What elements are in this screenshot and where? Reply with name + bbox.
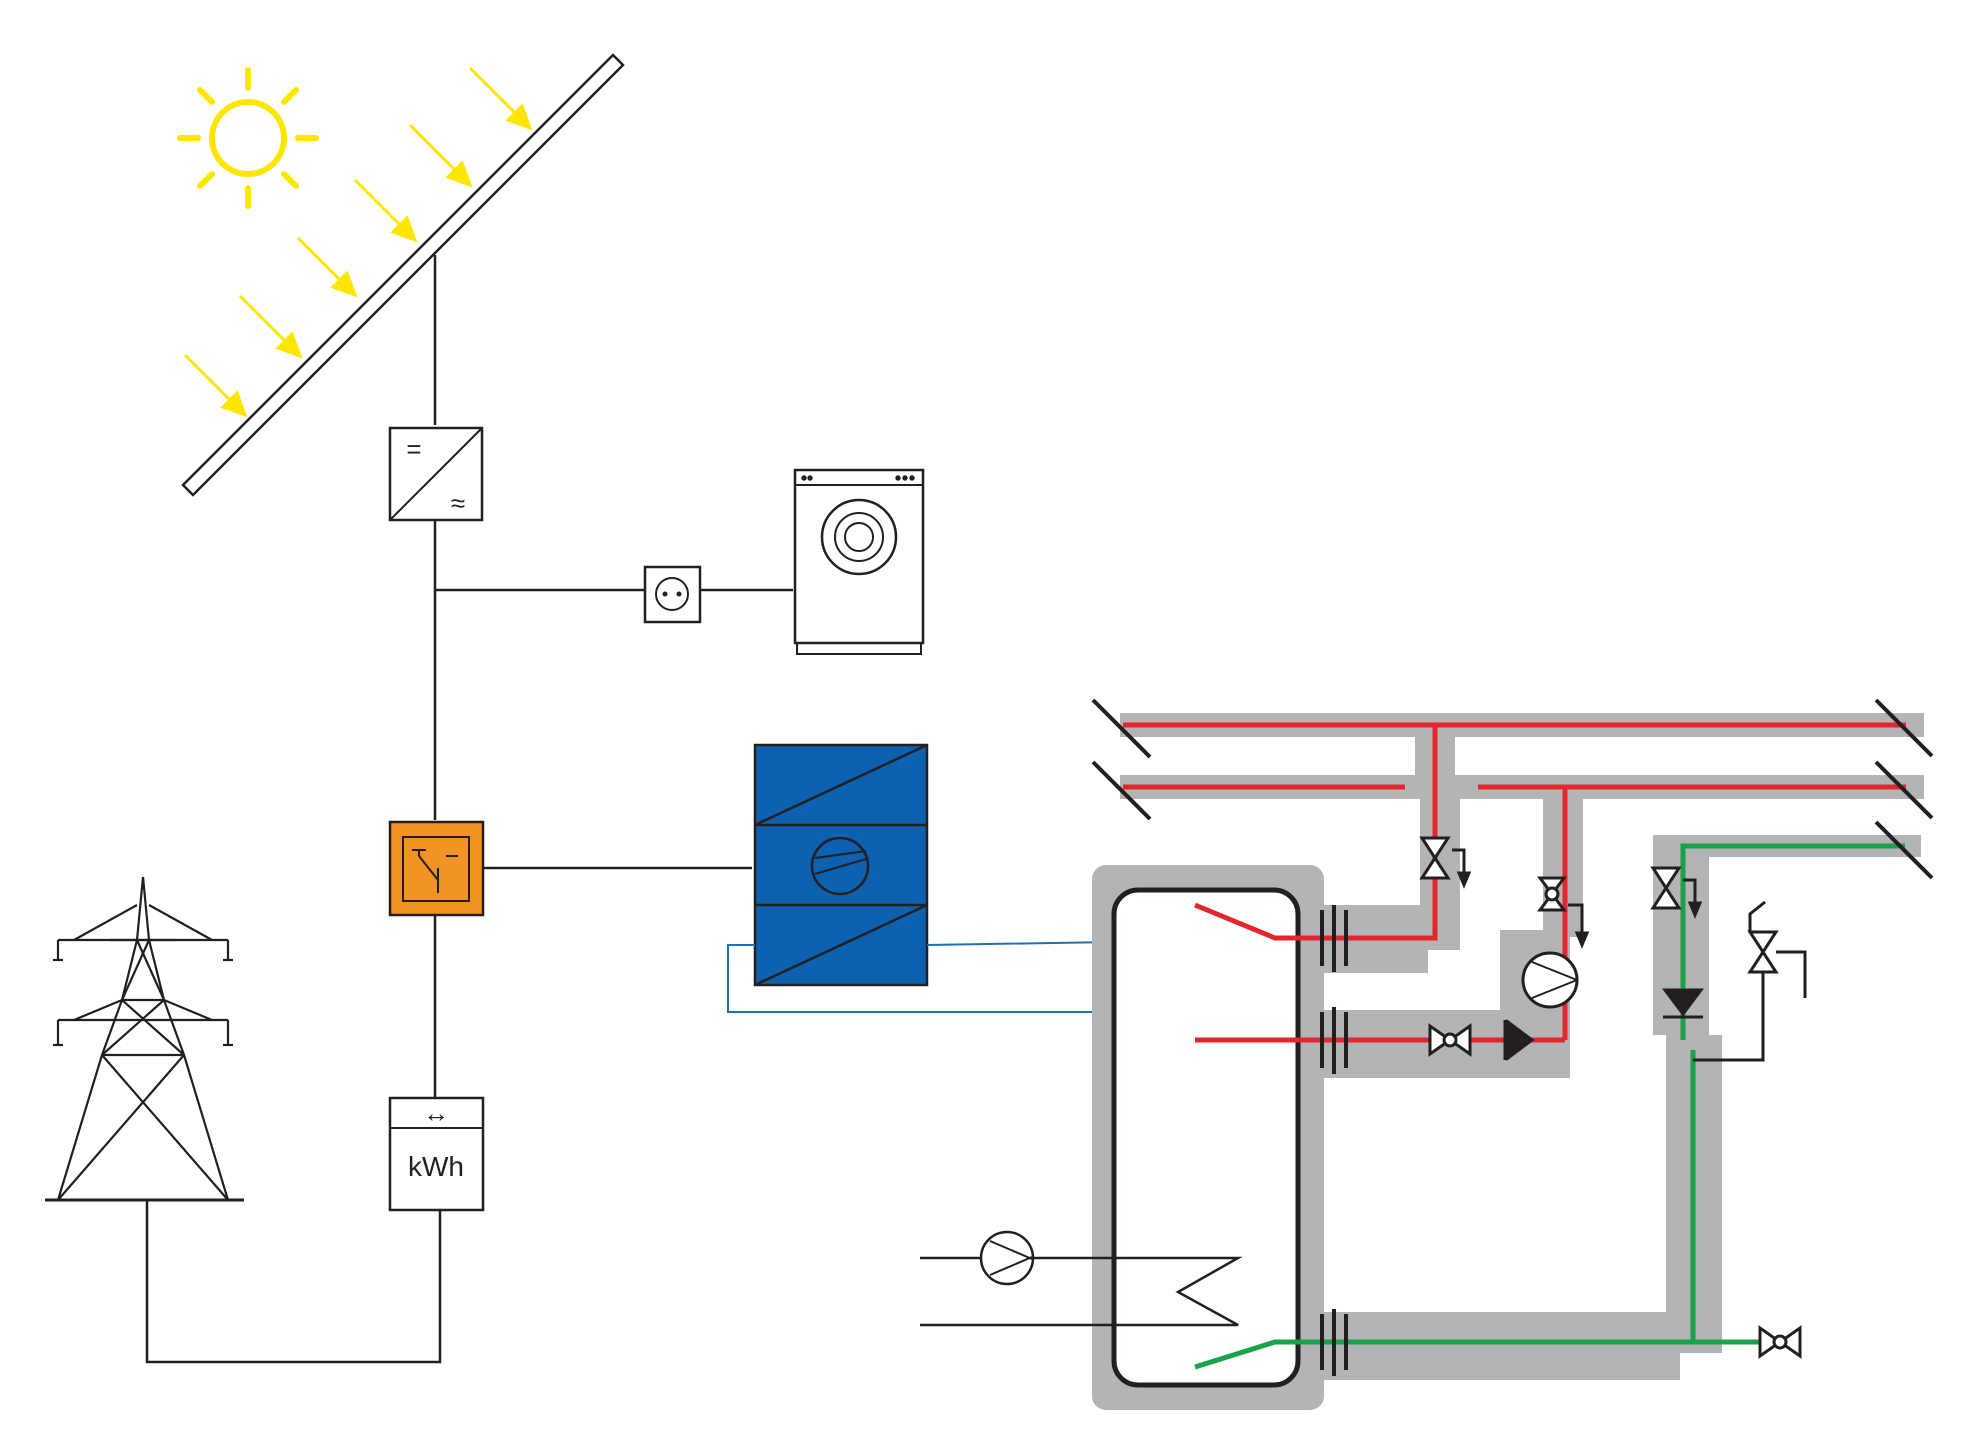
battery-switch-icon	[388, 820, 485, 917]
sun-icon	[177, 67, 319, 209]
check-valve-icon	[1503, 988, 1704, 1061]
sunlight-rays	[183, 66, 533, 418]
storage-tank-icon	[1111, 887, 1301, 1388]
meter-direction-arrow: ↔	[423, 1098, 449, 1128]
inverter-icon: = ≈	[388, 426, 484, 522]
circulation-pump-icon	[979, 1230, 1035, 1286]
cold-water-pipes	[1194, 843, 1905, 1370]
energy-meter-icon: ↔ kWh	[388, 1096, 485, 1212]
meter-unit-label: kWh	[408, 1151, 464, 1182]
tank-connection-flanges	[1320, 905, 1348, 1376]
inverter-ac-symbol: ≈	[451, 488, 465, 518]
tank-heating-coil	[920, 1256, 1243, 1327]
electrical-wiring	[145, 255, 793, 1364]
valve-icon	[1419, 836, 1807, 1359]
heat-pump-icon	[753, 743, 929, 987]
transmission-tower-icon	[45, 876, 244, 1202]
pipe-break-marks	[1091, 698, 1934, 880]
hot-water-pipes	[1123, 722, 1906, 1043]
inverter-dc-symbol: =	[406, 434, 421, 464]
washing-machine-icon	[793, 468, 925, 655]
circulation-pump-icon-main	[1521, 951, 1579, 1009]
solar-panel-icon	[181, 53, 625, 497]
power-socket-icon	[643, 565, 702, 624]
